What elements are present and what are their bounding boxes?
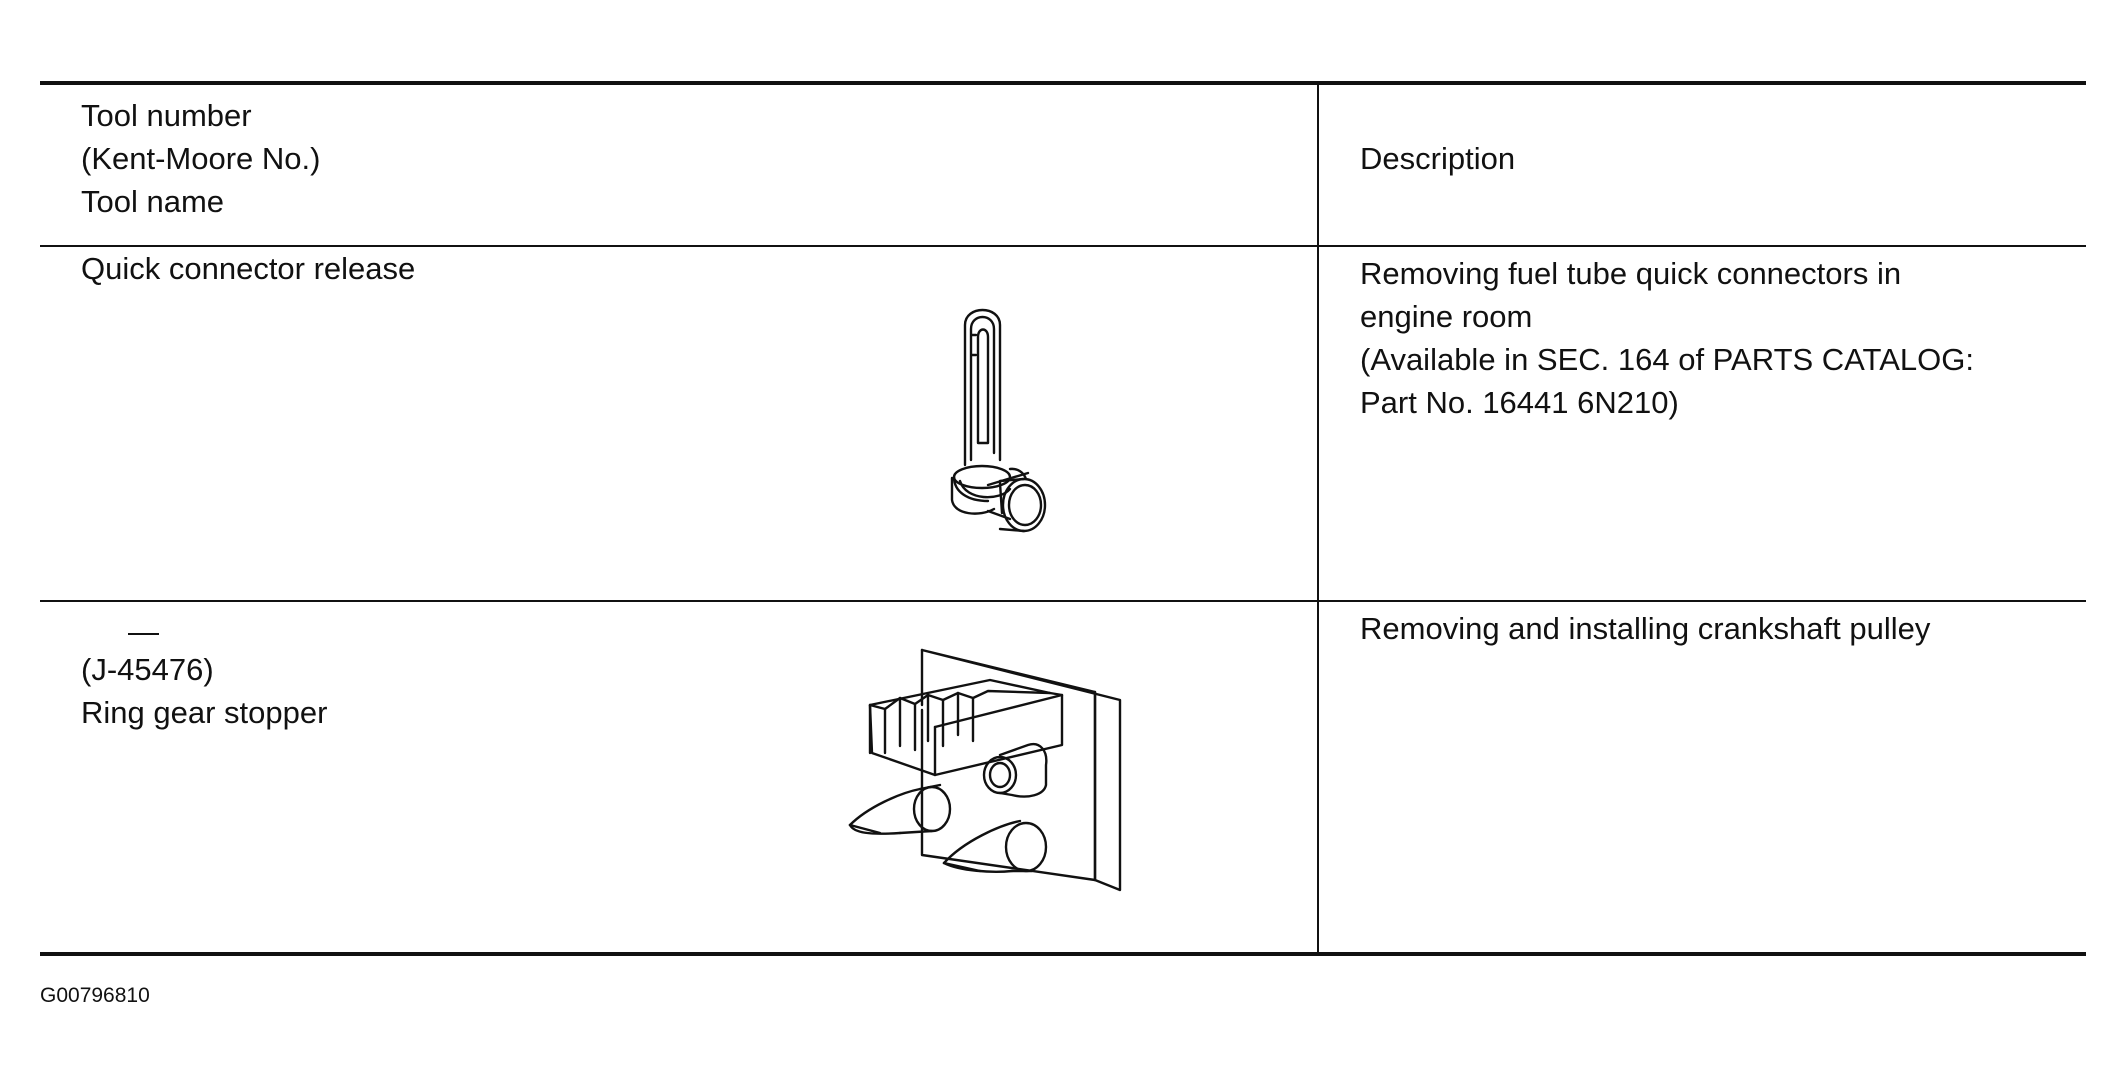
row-divider (40, 600, 2086, 602)
tool-number-placeholder: — (128, 614, 159, 649)
table-bottom-border (40, 952, 2086, 956)
table-top-border (40, 81, 2086, 85)
ring-gear-stopper-icon (848, 648, 1122, 892)
tool-column-header: Tool number (Kent-Moore No.) Tool name (81, 98, 321, 219)
description-quick-connector: Removing fuel tube quick connectors in e… (1360, 256, 1974, 420)
description-column-header: Description (1360, 141, 1516, 176)
tool-name-quick-connector: Quick connector release (81, 251, 416, 286)
column-divider (1317, 83, 1319, 954)
header-divider (40, 245, 2086, 247)
document-code: G00796810 (40, 984, 150, 1007)
description-ring-gear-stopper: Removing and installing crankshaft pulle… (1360, 611, 1931, 646)
tool-name-ring-gear-stopper: (J-45476) Ring gear stopper (81, 652, 328, 730)
quick-connector-release-icon (950, 308, 1047, 533)
